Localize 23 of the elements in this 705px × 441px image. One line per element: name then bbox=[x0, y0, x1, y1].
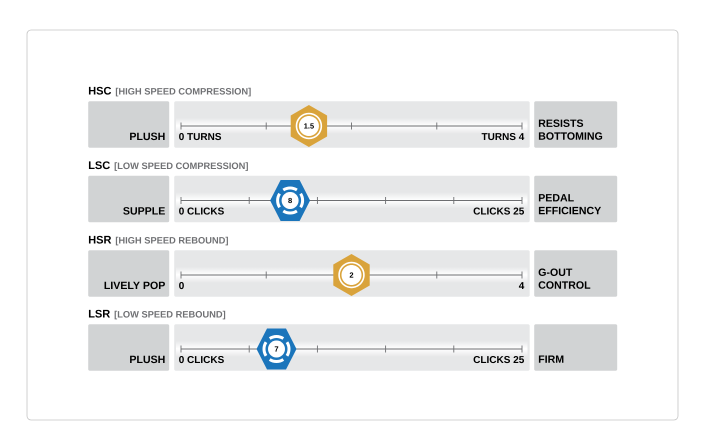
node-label: 0 CLICKS bbox=[179, 208, 224, 215]
heading-note: [LOW SPEED COMPRESSION] bbox=[114, 162, 248, 171]
setting-box: G-OUT CONTROL bbox=[534, 250, 618, 297]
heading-note: [LOW SPEED REBOUND] bbox=[114, 310, 226, 320]
row-heading: LSR bbox=[88, 310, 110, 318]
node-label: CLICKS 25 bbox=[474, 208, 524, 215]
setting-box: PLUSH bbox=[88, 101, 170, 148]
node-label: 0 CLICKS bbox=[179, 356, 224, 364]
node-label: 0 bbox=[179, 282, 184, 290]
heading-note: [HIGH SPEED REBOUND] bbox=[116, 236, 228, 246]
node-label: 4 bbox=[518, 282, 524, 289]
setting-box: RESISTS BOTTOMING bbox=[534, 101, 618, 148]
node-label: CLICKS 25 bbox=[474, 356, 524, 364]
setting-box: FIRM bbox=[534, 324, 618, 371]
setting-box: PEDAL EFFICIENCY bbox=[534, 176, 618, 222]
row-heading: HSR bbox=[88, 236, 112, 244]
row-heading: LSC bbox=[88, 161, 110, 170]
setting-box: LIVELY POP bbox=[88, 250, 170, 297]
setting-box: PLUSH bbox=[88, 324, 170, 371]
node-label: TURNS 4 bbox=[482, 133, 524, 140]
setting-box: SUPPLE bbox=[88, 176, 170, 222]
heading-note: [HIGH SPEED COMPRESSION] bbox=[116, 88, 251, 96]
node-label: 0 TURNS bbox=[179, 133, 222, 140]
